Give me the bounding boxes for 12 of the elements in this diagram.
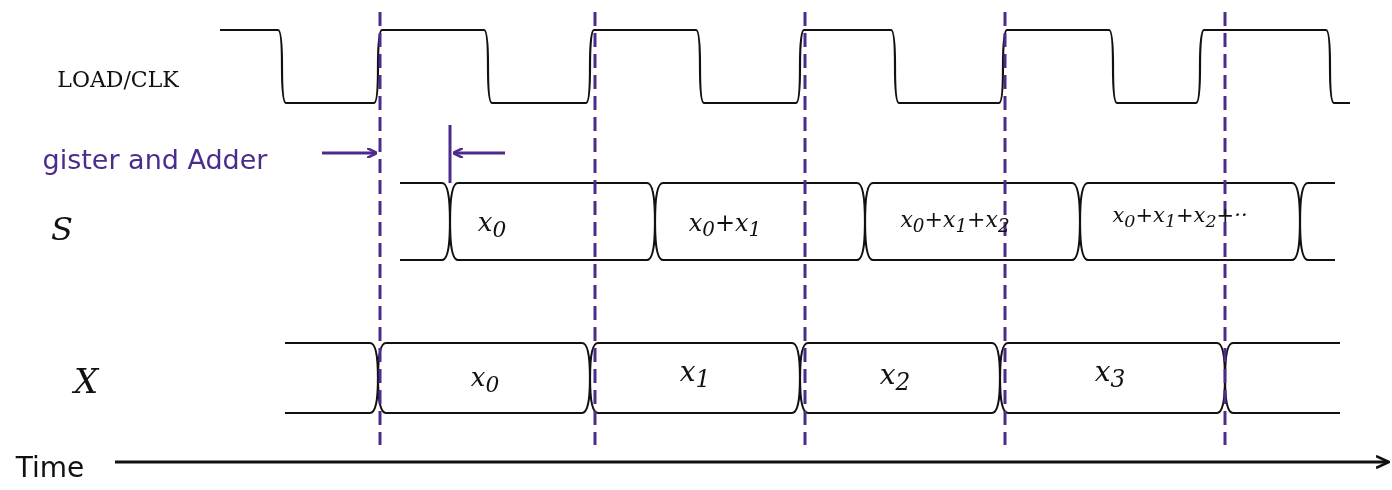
data-value: x$_{0}$	[477, 208, 507, 242]
data-value: x$_{1}$	[679, 356, 711, 394]
data-value: x$_{2}$	[879, 359, 911, 397]
data-value: x$_{0}$+x$_{1}$	[688, 209, 762, 241]
signal-name: X	[73, 363, 99, 401]
axis-title: Time	[15, 452, 85, 484]
data-value: x$_{0}$	[470, 363, 500, 397]
annotation-text: gister and Adder	[42, 145, 268, 175]
data-value: x$_{3}$	[1094, 356, 1126, 394]
signal-name: S	[51, 212, 73, 248]
data-value: x$_{0}$+x$_{1}$+x$_{2}$+··	[1112, 204, 1248, 232]
signal-name: LOAD/CLK	[57, 67, 179, 93]
